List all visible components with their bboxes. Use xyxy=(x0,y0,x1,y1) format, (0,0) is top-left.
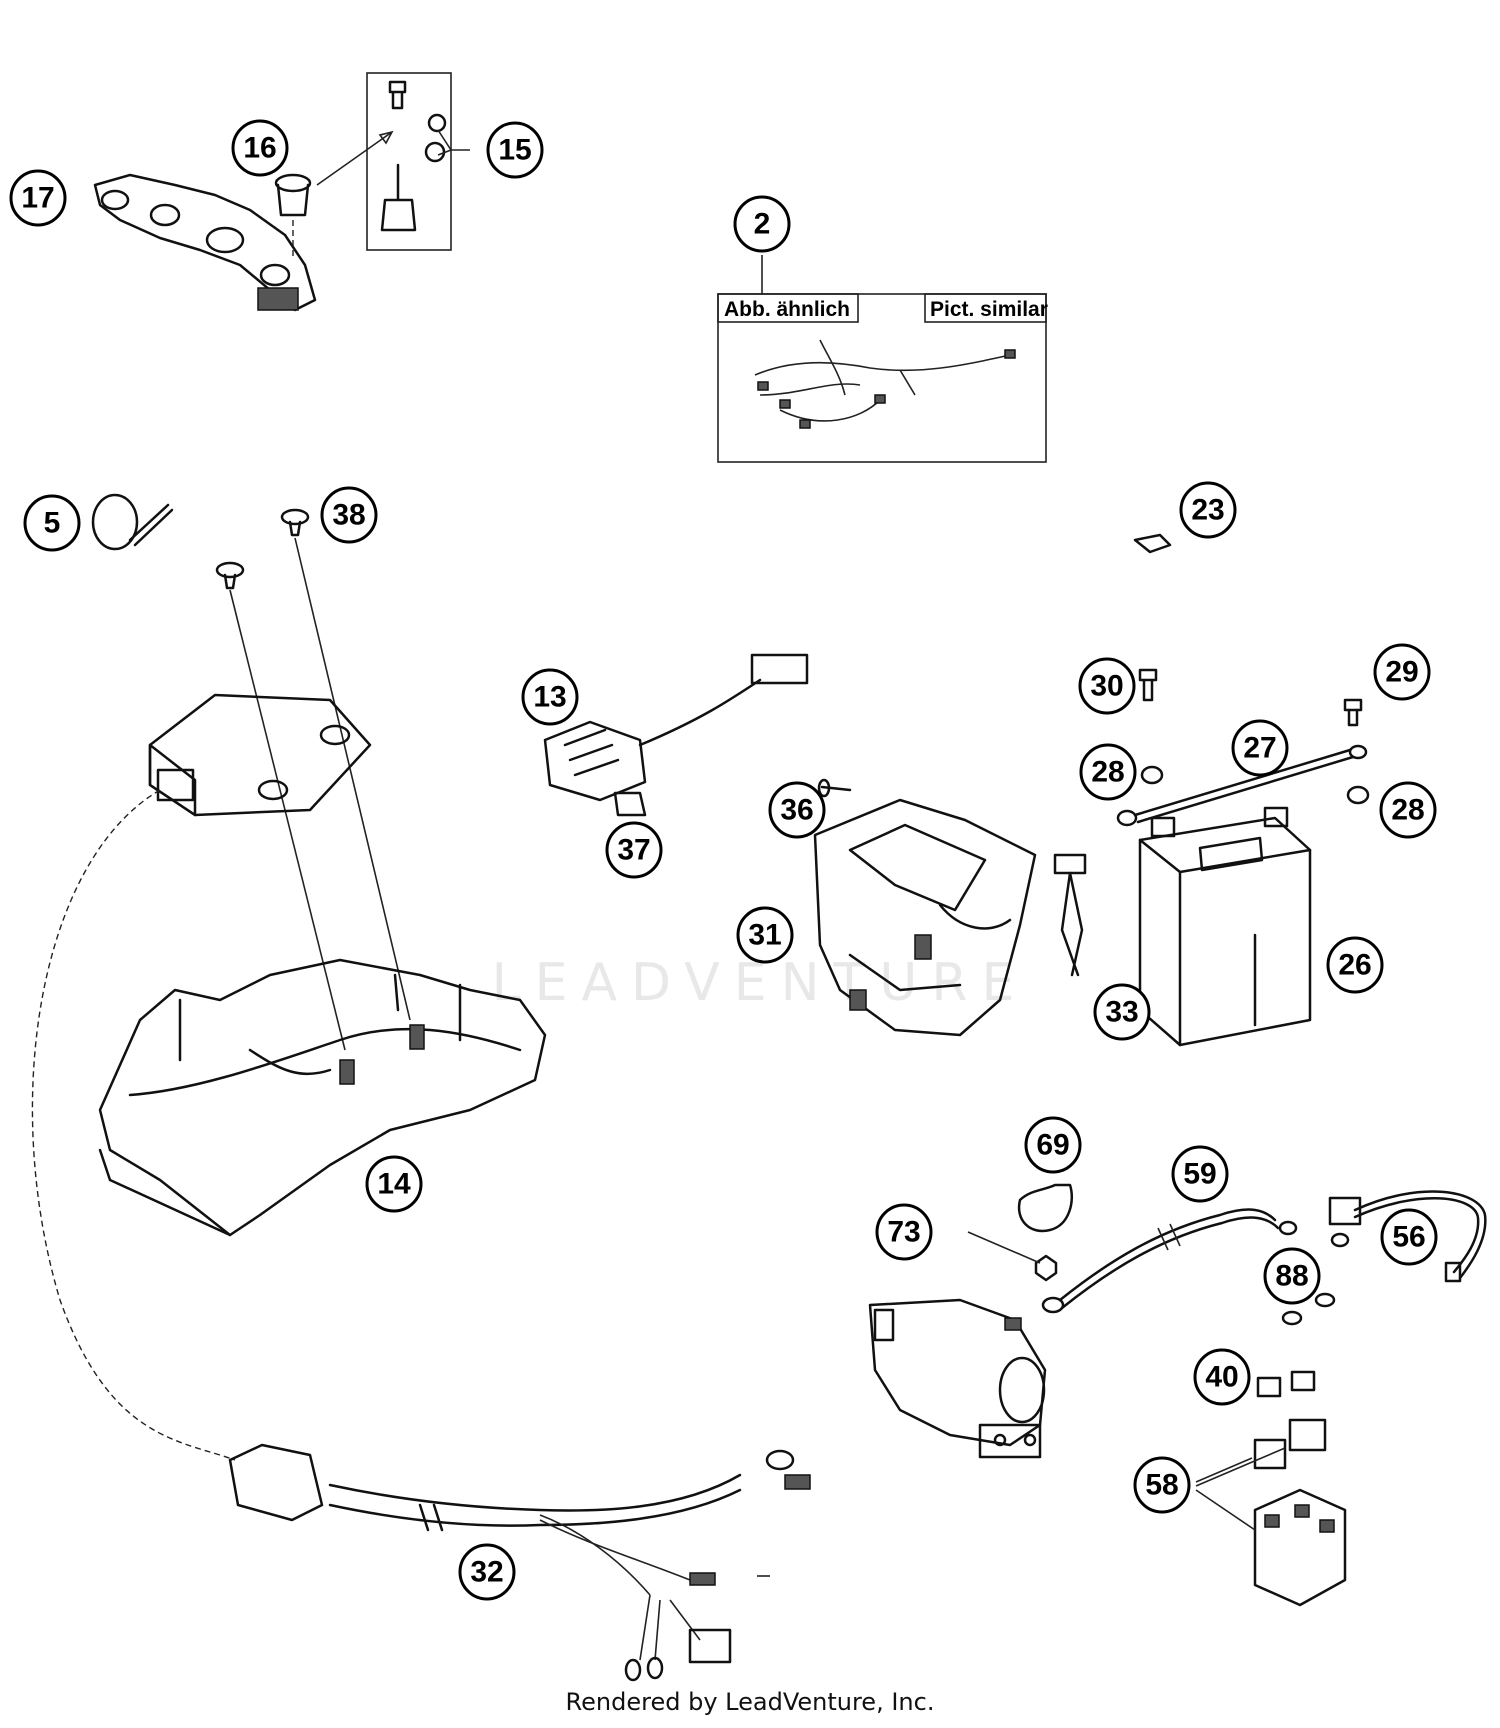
svg-text:37: 37 xyxy=(617,834,650,867)
svg-text:15: 15 xyxy=(498,134,531,167)
label-picture-similar-de: Abb. ähnlich xyxy=(724,298,850,321)
part-27-battery-cable xyxy=(1116,744,1368,827)
svg-text:5: 5 xyxy=(44,507,61,540)
part-38-push-rivets xyxy=(215,508,411,1051)
part-58-starter-relay xyxy=(1195,1418,1347,1607)
part-15-mount-kit xyxy=(316,72,470,251)
svg-text:27: 27 xyxy=(1243,732,1276,765)
part-32-main-wiring-harness xyxy=(228,1443,811,1682)
ecu-control-unit xyxy=(148,693,372,817)
callout-58: 58 xyxy=(1133,1456,1191,1514)
svg-text:31: 31 xyxy=(748,919,781,952)
svg-text:17: 17 xyxy=(21,182,54,215)
svg-text:30: 30 xyxy=(1090,670,1123,703)
callout-32: 32 xyxy=(458,1543,516,1601)
label-picture-similar-en: Pict. similar xyxy=(930,298,1048,321)
svg-text:38: 38 xyxy=(332,499,365,532)
part-2-wiring-harness-box: Abb. ähnlich Pict. similar xyxy=(717,255,1048,463)
part-29-bolt xyxy=(1343,698,1363,727)
part-28-nut-left xyxy=(1140,765,1164,785)
callout-59: 59 xyxy=(1171,1145,1229,1203)
part-17-handlebar-clamp xyxy=(93,173,317,312)
footer-credit: Rendered by LeadVenture, Inc. xyxy=(565,1688,935,1716)
part-40-fuses xyxy=(1256,1370,1316,1398)
svg-text:33: 33 xyxy=(1105,996,1138,1029)
callout-13: 13 xyxy=(521,668,579,726)
svg-text:32: 32 xyxy=(470,1556,503,1589)
svg-text:69: 69 xyxy=(1036,1129,1069,1162)
part-88-screws xyxy=(1281,1292,1336,1326)
callout-16: 16 xyxy=(231,119,289,177)
svg-text:26: 26 xyxy=(1338,949,1371,982)
callout-2: 2 xyxy=(733,195,791,253)
callout-40: 40 xyxy=(1193,1348,1251,1406)
part-14-ecu-holder xyxy=(98,958,547,1237)
svg-text:56: 56 xyxy=(1392,1221,1425,1254)
callout-5: 5 xyxy=(23,494,81,552)
callout-30: 30 xyxy=(1078,657,1136,715)
callout-73: 73 xyxy=(875,1203,933,1261)
svg-text:29: 29 xyxy=(1385,656,1418,689)
watermark-text: LEADVENTURE xyxy=(492,953,1029,1013)
part-16-grommet xyxy=(274,173,312,258)
part-30-bolt xyxy=(1138,668,1158,702)
callout-15: 15 xyxy=(486,121,544,179)
svg-text:73: 73 xyxy=(887,1216,920,1249)
part-59-starter-cable xyxy=(1041,1208,1298,1314)
svg-text:28: 28 xyxy=(1391,794,1424,827)
ecu-dashed-connection xyxy=(31,789,236,1461)
callout-37: 37 xyxy=(605,821,663,879)
leader-lines xyxy=(757,1231,1041,1577)
svg-text:23: 23 xyxy=(1191,494,1224,527)
part-36-screw xyxy=(817,778,852,798)
part-23-clip xyxy=(1133,533,1172,554)
callout-88: 88 xyxy=(1263,1247,1321,1305)
svg-text:40: 40 xyxy=(1205,1361,1238,1394)
part-69-terminal-cap xyxy=(1017,1183,1074,1233)
callout-29: 29 xyxy=(1373,643,1431,701)
svg-text:88: 88 xyxy=(1275,1260,1308,1293)
svg-text:13: 13 xyxy=(533,681,566,714)
part-33-fuse xyxy=(1053,853,1087,977)
svg-text:36: 36 xyxy=(780,794,813,827)
svg-text:16: 16 xyxy=(243,132,276,165)
callout-28-left: 28 xyxy=(1079,743,1137,801)
svg-text:59: 59 xyxy=(1183,1158,1216,1191)
svg-text:2: 2 xyxy=(754,208,771,241)
part-56-ground-cable xyxy=(1328,1190,1487,1283)
part-28-nut-right xyxy=(1346,785,1370,805)
part-31-battery-box xyxy=(813,798,1037,1037)
callout-36: 36 xyxy=(768,781,826,839)
callout-27: 27 xyxy=(1231,719,1289,777)
callout-31: 31 xyxy=(736,906,794,964)
callout-33: 33 xyxy=(1093,983,1151,1041)
svg-text:28: 28 xyxy=(1091,756,1124,789)
part-26-battery xyxy=(1138,806,1312,1047)
part-73-nut xyxy=(1034,1254,1058,1282)
callout-28-right: 28 xyxy=(1379,781,1437,839)
starter-motor xyxy=(868,1298,1047,1459)
part-13-voltage-regulator xyxy=(543,653,809,817)
callout-38: 38 xyxy=(320,486,378,544)
callout-17: 17 xyxy=(9,169,67,227)
callout-26: 26 xyxy=(1326,936,1384,994)
callout-23: 23 xyxy=(1179,481,1237,539)
svg-text:58: 58 xyxy=(1145,1469,1178,1502)
callout-69: 69 xyxy=(1024,1116,1082,1174)
callout-56: 56 xyxy=(1380,1208,1438,1266)
part-5-cable-tie xyxy=(91,493,174,551)
callout-14: 14 xyxy=(365,1155,423,1213)
svg-text:14: 14 xyxy=(377,1168,411,1201)
